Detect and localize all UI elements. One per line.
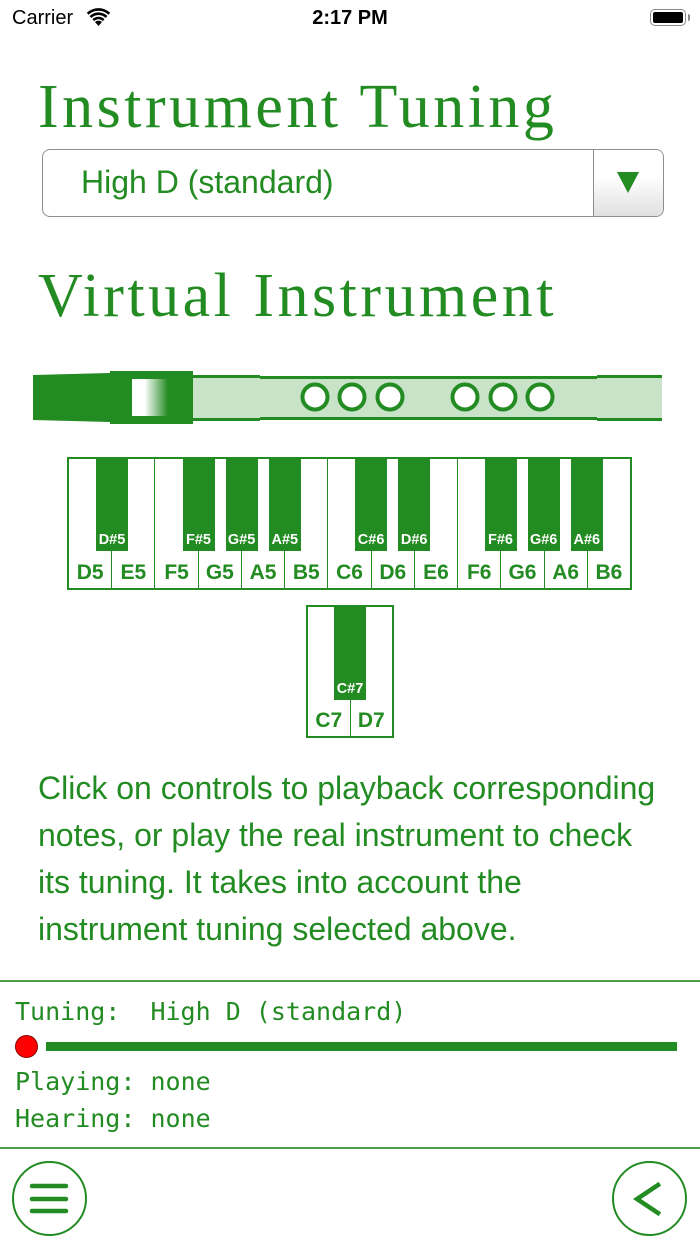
- tuning-select[interactable]: High D (standard): [42, 149, 664, 217]
- piano-key-white[interactable]: D5: [69, 459, 111, 588]
- instructions-line: its tuning. It takes into account the: [38, 864, 522, 900]
- key-label: F5: [164, 561, 189, 584]
- piano-keyboard: D5 E5 F5 G5 A5 B5 C6 D6 E6 F6 G6 A6 B6 D…: [67, 457, 632, 590]
- back-button[interactable]: [612, 1161, 687, 1236]
- key-label: C7: [315, 709, 343, 732]
- key-label: D#5: [98, 532, 126, 548]
- key-label: E6: [423, 561, 449, 584]
- key-label: C6: [336, 561, 363, 584]
- tuning-select-button[interactable]: [593, 150, 663, 216]
- key-label: G#5: [227, 532, 256, 548]
- battery-cap: [688, 14, 690, 21]
- mouthpiece: [33, 373, 110, 422]
- piano-key-black[interactable]: F#6: [484, 459, 517, 551]
- hearing-status-value: none: [150, 1104, 211, 1133]
- key-label: A5: [249, 561, 277, 584]
- key-label: C#6: [357, 532, 385, 548]
- playing-status: Playing: none: [15, 1069, 211, 1094]
- pitch-level-bar: [46, 1042, 677, 1051]
- instructions-line: instrument tuning selected above.: [38, 911, 517, 947]
- key-label: A6: [552, 561, 580, 584]
- piano-key-white[interactable]: F5: [154, 459, 197, 588]
- piano-key-white[interactable]: F6: [457, 459, 500, 588]
- piano-key-black[interactable]: C#7: [334, 607, 366, 700]
- carrier-label: Carrier: [12, 7, 74, 29]
- instructions-text: Click on controls to playback correspond…: [38, 765, 678, 953]
- key-label: G6: [508, 561, 537, 584]
- piano-key-black[interactable]: D#5: [96, 459, 128, 551]
- piano-key-black[interactable]: F#5: [182, 459, 215, 551]
- key-label: F#6: [488, 532, 513, 548]
- finger-hole-5: [488, 382, 518, 412]
- whistle-window: [132, 379, 168, 416]
- panel-bottom-divider: [0, 1147, 700, 1149]
- key-label: E5: [120, 561, 147, 584]
- panel-top-divider: [0, 980, 700, 982]
- key-label: F#5: [186, 532, 211, 548]
- instructions-line: notes, or play the real instrument to ch…: [38, 817, 633, 853]
- tuning-select-value[interactable]: High D (standard): [81, 164, 334, 200]
- piano-key-black[interactable]: A#6: [570, 459, 603, 551]
- hearing-status-label: Hearing:: [15, 1104, 136, 1133]
- playing-status-value: none: [150, 1067, 211, 1096]
- key-label: G#6: [529, 532, 558, 548]
- battery-icon: [650, 9, 686, 26]
- finger-holes: [300, 382, 555, 412]
- finger-hole-4: [450, 382, 480, 412]
- piano-key-white[interactable]: C6: [327, 459, 370, 588]
- piano-key-black[interactable]: C#6: [355, 459, 388, 551]
- pitch-indicator-dot: [15, 1035, 38, 1058]
- tuning-heading: Instrument Tuning: [38, 73, 558, 141]
- status-bar: Carrier 2:17 PM: [0, 0, 700, 36]
- whistle-body: [193, 377, 662, 419]
- instrument-heading: Virtual Instrument: [38, 262, 558, 330]
- key-label: D5: [76, 561, 104, 584]
- finger-hole-6: [525, 382, 555, 412]
- triangle-down-icon: [617, 172, 639, 193]
- hearing-status: Hearing: none: [15, 1106, 211, 1131]
- key-label: D7: [357, 709, 385, 732]
- key-label: A#6: [573, 532, 601, 548]
- key-label: B6: [595, 561, 623, 584]
- menu-button[interactable]: [12, 1161, 87, 1236]
- finger-hole-3: [375, 382, 405, 412]
- key-label: A#5: [271, 532, 299, 548]
- tuning-status: Tuning: High D (standard): [15, 999, 406, 1024]
- key-label: D6: [379, 561, 407, 584]
- finger-hole-1: [300, 382, 330, 412]
- key-label: F6: [466, 561, 492, 584]
- tin-whistle-icon[interactable]: [0, 360, 700, 430]
- piano-key-black[interactable]: G#5: [225, 459, 258, 551]
- piano-key-black[interactable]: D#6: [398, 459, 431, 551]
- key-label: D#6: [400, 532, 428, 548]
- clock: 2:17 PM: [312, 7, 388, 29]
- piano-key-black[interactable]: A#5: [268, 459, 301, 551]
- playing-status-label: Playing:: [15, 1067, 136, 1096]
- piano-keyboard-row2: C7 D7 C#7: [306, 605, 394, 738]
- piano-key-white[interactable]: C7: [308, 607, 350, 736]
- tuning-status-value: High D (standard): [150, 997, 407, 1026]
- instructions-line: Click on controls to playback correspond…: [38, 770, 656, 806]
- finger-hole-2: [337, 382, 367, 412]
- key-label: C#7: [336, 681, 364, 697]
- piano-key-black[interactable]: G#6: [527, 459, 560, 551]
- menu-icon: [29, 1183, 69, 1214]
- key-label: G5: [205, 561, 234, 584]
- back-chevron-icon: [632, 1181, 662, 1217]
- key-label: B5: [292, 561, 320, 584]
- wifi-icon: [86, 8, 111, 26]
- tuning-status-label: Tuning:: [15, 997, 121, 1026]
